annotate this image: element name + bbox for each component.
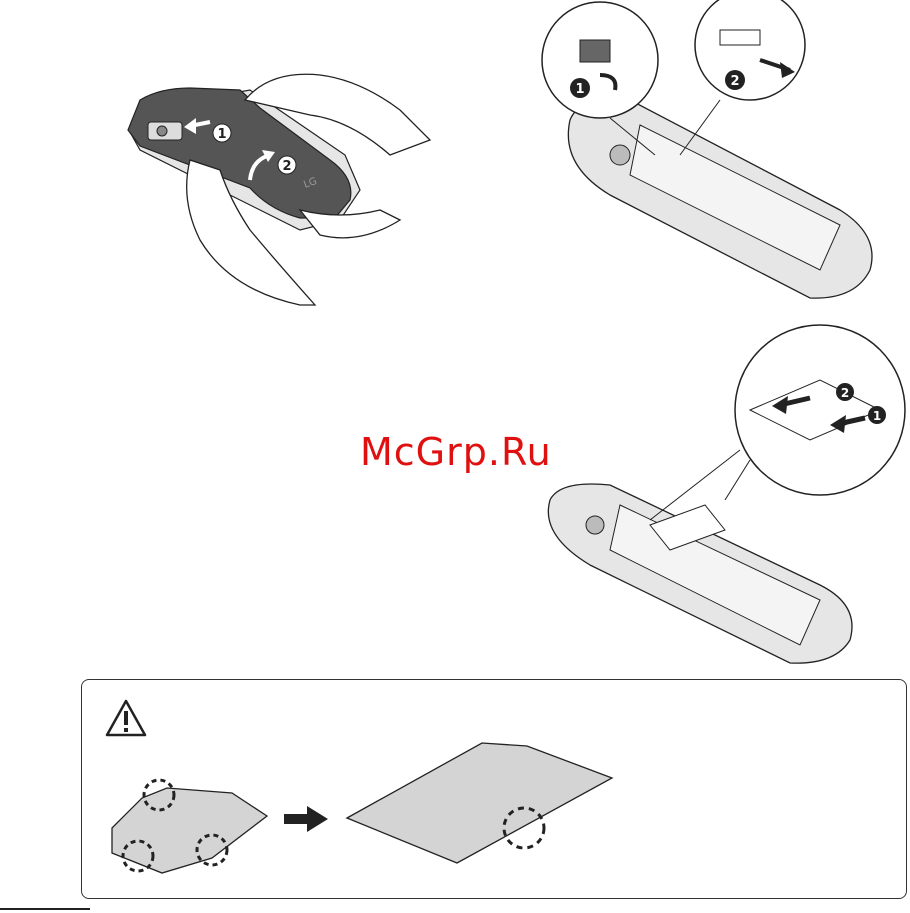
camera-icon [586, 516, 604, 534]
damaged-sim-card [112, 788, 267, 873]
step-2-badge: 2 [730, 74, 739, 89]
standard-sim-card [347, 743, 612, 863]
step-2-badge: 2 [841, 386, 849, 400]
camera-icon [610, 145, 630, 165]
caution-box [81, 679, 907, 899]
sim-card-comparison [102, 738, 642, 888]
insert-sim-illustration: 2 1 [520, 320, 910, 670]
watermark: McGrp.Ru [360, 430, 570, 480]
step-1-badge: 1 [217, 127, 226, 142]
arrow-right-icon [307, 806, 328, 832]
step-1-badge: 1 [575, 82, 584, 97]
open-sim-holder-illustration: 1 2 [520, 0, 910, 305]
step-2-badge: 2 [282, 159, 291, 174]
remove-back-cover-illustration: 1 2 LG [100, 60, 460, 320]
step-1-badge: 1 [873, 409, 881, 423]
warning-triangle-icon [104, 698, 148, 738]
bottom-rule [0, 908, 90, 910]
